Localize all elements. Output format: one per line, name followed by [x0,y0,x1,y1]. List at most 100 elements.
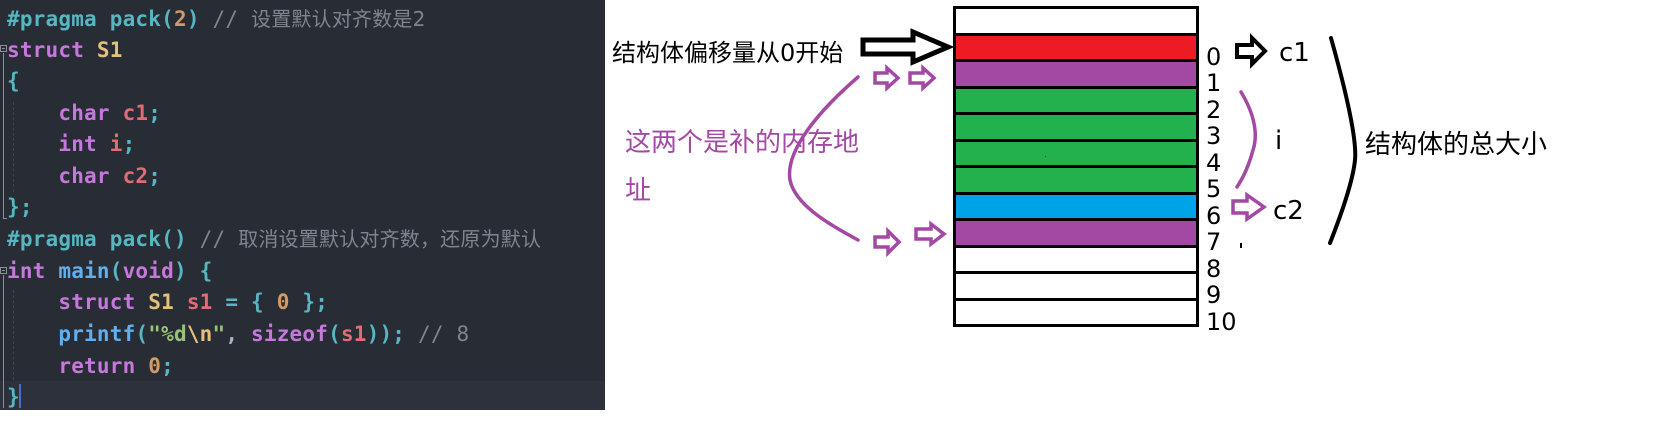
memory-column-bottom-border [953,324,1199,327]
code-token: s1 [340,322,367,346]
code-line[interactable]: printf("%d\n", sizeof(s1)); // 8 [7,318,469,350]
code-token: c2 [122,164,149,188]
offset-label: 7 [1206,228,1222,256]
offset-label: 0 [1206,42,1222,71]
offset-label: 2 [1206,95,1222,124]
current-line-highlight [0,381,605,410]
code-token: " [212,322,226,346]
code-token: int [7,259,59,283]
code-token: pack [109,7,162,31]
code-token: // [186,227,239,251]
code-token: char [7,101,123,125]
code-token: ; [122,132,136,156]
code-token: ( [161,7,174,31]
code-line[interactable]: #pragma pack() // 取消设置默认对齐数，还原为默认 [7,223,541,255]
memory-cell-5 [953,165,1199,192]
fold-end [3,218,7,219]
code-token: )); [366,322,406,346]
indent-guide [13,290,14,380]
indent-guide [13,102,14,192]
code-token: ( [135,322,149,346]
padding-bracket-curve [787,75,860,242]
member-i-label: i [1275,126,1283,156]
total-size-brace [1328,36,1358,245]
code-token: 0 [148,354,162,378]
code-token: \n [186,322,213,346]
code-token: ; [148,101,162,125]
code-token: printf [7,322,136,346]
fold-toggle-struct[interactable] [0,45,7,52]
code-line[interactable]: int i; [7,128,135,160]
memory-cell-header [953,6,1199,33]
code-token: ) { [173,259,213,283]
memory-cell-6 [953,191,1199,219]
code-line[interactable]: return 0; [7,350,174,382]
code-line[interactable]: struct S1 [7,34,123,66]
offset-label: 10 [1206,307,1237,336]
code-token: () [161,227,187,251]
code-token: , [225,322,252,346]
padding-note-line1: 这两个是补的内存地 [625,128,860,158]
code-token: #pragma [7,7,110,31]
code-token: = { [212,290,277,314]
memory-cell-10 [953,297,1199,325]
padding1-arrow-icons [873,64,937,92]
code-token: // 8 [405,322,470,346]
code-token: ( [109,259,123,283]
code-line[interactable]: char c2; [7,160,161,192]
memory-cell-9 [953,271,1199,298]
code-token: struct [7,290,149,314]
code-token: return [7,354,149,378]
member-c2-label: c2 [1273,196,1304,226]
memory-cell-3 [953,112,1199,139]
memory-cell-2 [953,85,1199,113]
offset-label: 3 [1206,122,1222,150]
code-token: }; [7,195,33,219]
code-token: i [109,132,123,156]
code-line[interactable]: { [7,65,20,97]
code-line[interactable]: int main(void) { [7,255,213,287]
total-size-label: 结构体的总大小 [1365,130,1548,160]
code-token: #pragma [7,227,110,251]
code-line[interactable]: char c1; [7,97,161,129]
code-token: pack [109,227,162,251]
offset-label: 9 [1206,281,1222,309]
padding7-arrow-icons [873,220,947,258]
code-token: void [122,259,174,283]
offset-label: 4 [1206,148,1222,177]
offset-label: 5 [1206,175,1222,203]
code-token: "%d [148,322,187,346]
offset-start-label: 结构体偏移量从0开始 [612,39,844,67]
code-token: ; [148,164,162,188]
code-token: 2 [173,7,187,31]
memory-cell-4 [953,138,1199,166]
code-line[interactable]: struct S1 s1 = { 0 }; [7,286,328,318]
code-token: ( [328,322,341,346]
code-token: } [7,385,20,409]
code-token: sizeof [251,322,329,346]
code-token: char [7,164,123,188]
code-comment: 取消设置默认对齐数，还原为默认 [238,227,542,251]
code-token: ; [161,354,174,378]
code-token: S1 [148,290,187,314]
code-line[interactable]: }; [7,191,33,223]
code-token: { [7,69,20,93]
fold-toggle-main[interactable] [0,267,7,274]
fold-guide [3,97,4,218]
code-token: }; [289,290,329,314]
code-line[interactable]: } [7,381,20,410]
c1-arrow-icon [1235,33,1268,69]
code-token: S1 [96,38,123,62]
memory-cell-8 [953,244,1199,272]
fold-guide [3,53,4,97]
code-line[interactable]: #pragma pack(2) // 设置默认对齐数是2 [7,3,426,35]
memory-cell-7 [953,218,1199,245]
fold-guide [3,275,4,408]
code-token: // [199,7,252,31]
code-token: ) [186,7,200,31]
code-token: main [58,259,110,283]
text-caret [19,384,21,408]
padding-note-line2: 址 [625,176,652,206]
